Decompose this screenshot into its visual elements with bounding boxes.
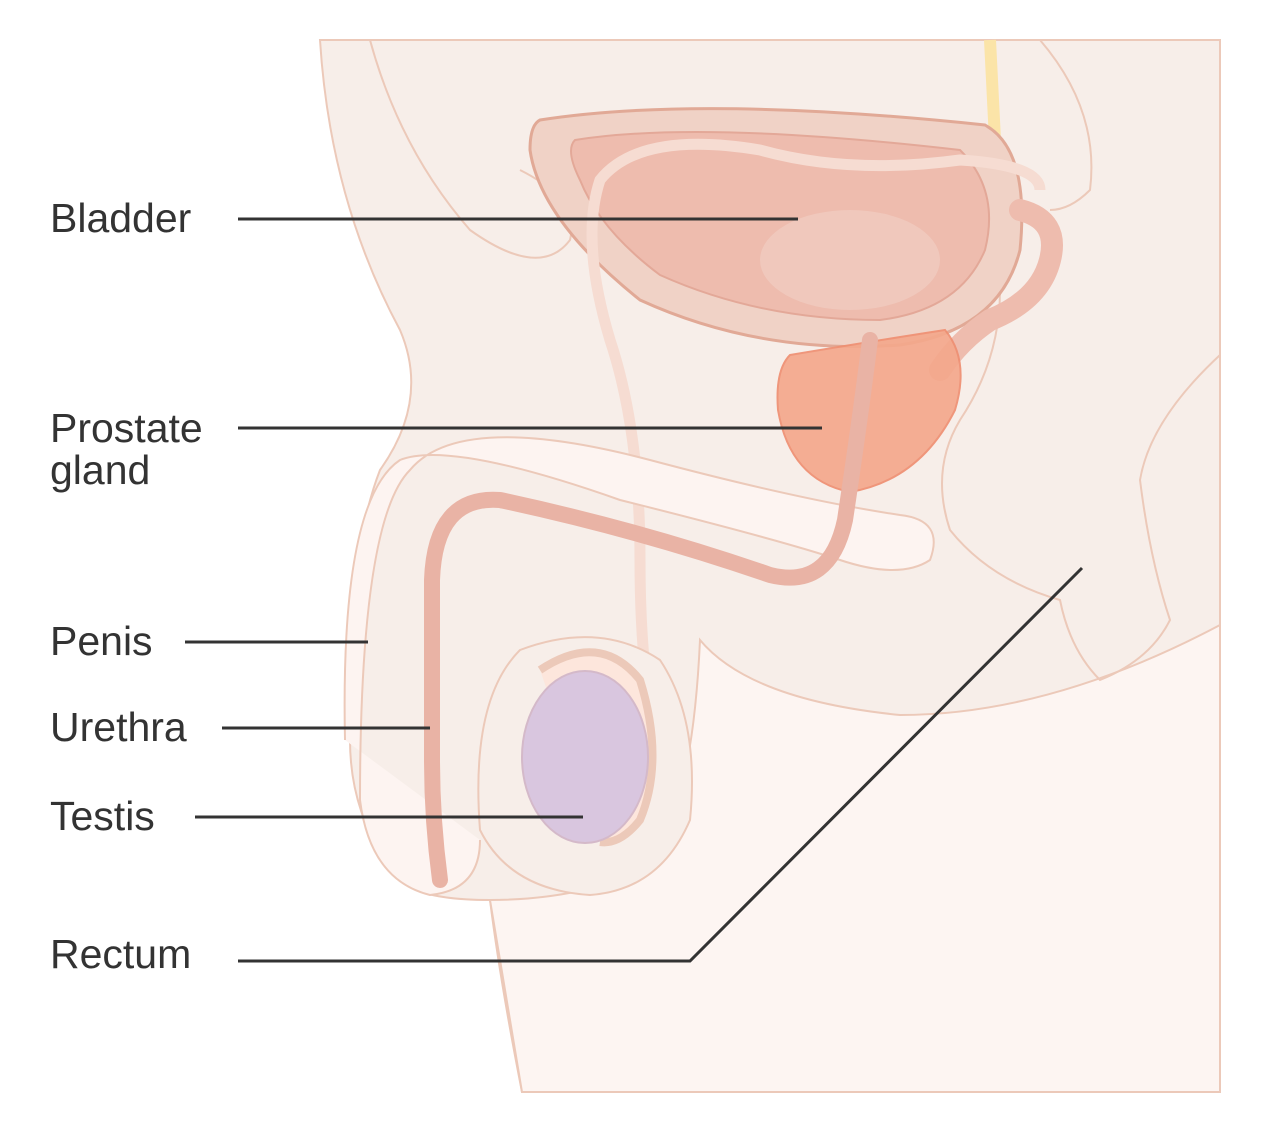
label-bladder: Bladder <box>50 195 192 241</box>
rectum-leader <box>238 566 1084 963</box>
leader-lines <box>185 217 1084 963</box>
ureter <box>984 39 1001 141</box>
buttock <box>941 289 1221 682</box>
vas-deferens <box>586 138 1046 762</box>
bladder-highlight <box>760 210 940 310</box>
label-rectum: Rectum <box>50 931 192 977</box>
label-prostate-line1: Prostate <box>50 405 203 451</box>
spine-edge <box>1039 39 1093 211</box>
prostate <box>776 328 962 494</box>
label-penis: Penis <box>50 618 153 664</box>
label-testis: Testis <box>50 793 155 839</box>
testis <box>521 670 649 844</box>
label-urethra: Urethra <box>50 704 187 750</box>
seminal-vesicle <box>929 199 1063 381</box>
penis <box>343 436 935 897</box>
urethra <box>424 332 878 888</box>
label-prostate-line2: gland <box>50 447 151 493</box>
